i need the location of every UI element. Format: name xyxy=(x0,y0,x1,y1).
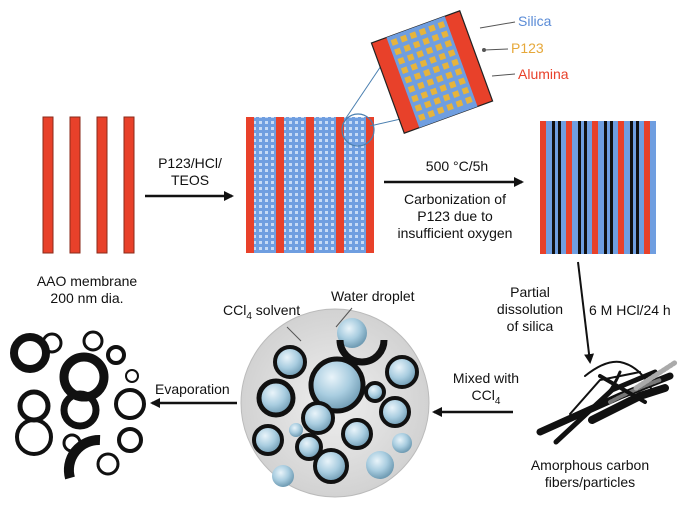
step1-label: P123/HCl/ TEOS xyxy=(135,155,245,189)
carbon-fibers xyxy=(536,359,679,445)
step2-line3: insufficient oxygen xyxy=(397,225,513,241)
solvent-word-text: solvent xyxy=(251,302,301,318)
step3-line2: dissolution xyxy=(496,301,564,317)
aao-membrane-text: AAO membrane xyxy=(36,273,138,289)
mixed-ccl-text: CCl xyxy=(471,387,495,403)
solvent-label: CCl4 solvent xyxy=(223,302,301,322)
aao-diameter-text: 200 nm dia. xyxy=(50,290,124,306)
step3-condition-label: 6 M HCl/24 h xyxy=(589,302,671,318)
step2-temp-label: 500 °C/5h xyxy=(425,158,489,174)
evaporation-label: Evaporation xyxy=(155,381,230,397)
carbonized-membrane xyxy=(540,121,656,254)
solvent-ccl-subscript: 4 xyxy=(246,310,252,322)
mixed-ccl4: CCl4 xyxy=(446,387,526,407)
step3-line3: of silica xyxy=(506,318,554,334)
zoom-inset xyxy=(370,10,494,134)
filled-membrane xyxy=(246,113,375,253)
step2-line2: P123 due to xyxy=(417,208,493,224)
emulsion-disc xyxy=(240,308,430,498)
product-line2: fibers/particles xyxy=(544,474,636,490)
mixed-label: Mixed with CCl4 xyxy=(446,370,526,407)
step3-desc-label: Partial dissolution of silica xyxy=(485,284,575,335)
water-droplet-label: Water droplet xyxy=(331,288,415,304)
step3-line1: Partial xyxy=(510,284,550,300)
step1-reagents-text: P123/HCl/ xyxy=(158,155,222,171)
legend-silica: Silica xyxy=(518,13,552,29)
product-label: Amorphous carbon fibers/particles xyxy=(515,457,665,491)
aao-membrane-label: AAO membrane 200 nm dia. xyxy=(22,273,152,307)
aao-membrane xyxy=(42,116,135,254)
step2-line1: Carbonization of xyxy=(404,191,506,207)
solvent-ccl-text: CCl xyxy=(223,302,247,318)
mixed-line1: Mixed with xyxy=(452,370,520,386)
step2-desc-label: Carbonization of P123 due to insufficien… xyxy=(380,191,530,242)
product-line1: Amorphous carbon xyxy=(530,457,650,473)
arrow-step3 xyxy=(577,261,595,364)
hollow-carbon-rings xyxy=(10,330,146,476)
legend-p123: P123 xyxy=(511,40,544,56)
step1-teos-text: TEOS xyxy=(170,172,210,188)
mixed-ccl-subscript: 4 xyxy=(494,395,501,407)
legend-alumina: Alumina xyxy=(518,66,569,82)
broken-ring xyxy=(63,435,101,480)
